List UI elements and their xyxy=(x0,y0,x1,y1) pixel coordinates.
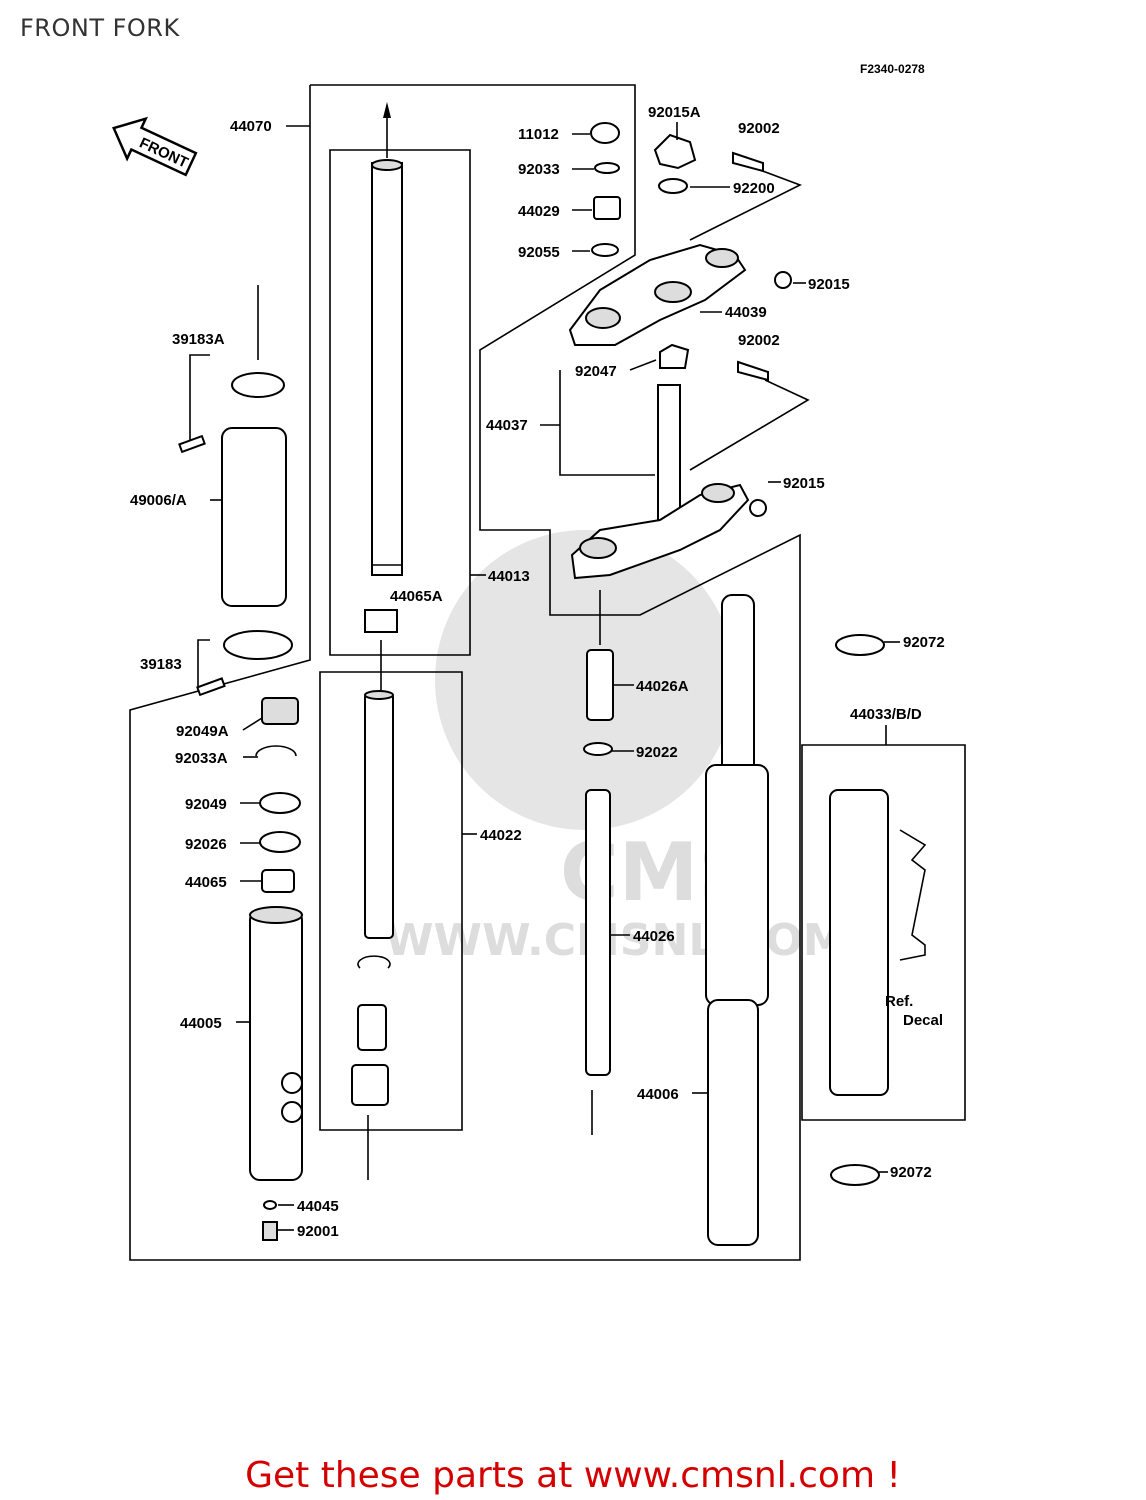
label-92033a: 92033A xyxy=(175,750,228,767)
label-92002-lower: 92002 xyxy=(738,332,780,349)
label-44026: 44026 xyxy=(633,928,675,945)
label-92002-upper: 92002 xyxy=(738,120,780,137)
label-92022: 92022 xyxy=(636,744,678,761)
label-92015-lower: 92015 xyxy=(783,475,825,492)
page-title: FRONT FORK xyxy=(20,14,180,42)
left-seal-stack xyxy=(255,697,301,893)
label-44006: 44006 xyxy=(637,1086,679,1103)
label-44070: 44070 xyxy=(230,118,272,135)
label-44029: 44029 xyxy=(518,203,560,220)
label-44026a: 44026A xyxy=(636,678,689,695)
label-92049: 92049 xyxy=(185,796,227,813)
part-labels: 44070 11012 92015A 92002 92033 92200 440… xyxy=(130,104,945,1240)
left-fork-boot xyxy=(178,285,293,697)
label-92055: 92055 xyxy=(518,244,560,261)
watermark-url: WWW.CMSNL.COM xyxy=(385,915,847,966)
label-44037: 44037 xyxy=(486,417,528,434)
label-92049a: 92049A xyxy=(176,723,229,740)
label-92072-upper: 92072 xyxy=(903,634,945,651)
label-92015-upper: 92015 xyxy=(808,276,850,293)
front-fork-diagram: CMS WWW.CMSNL.COM F2340-0278 FRONT xyxy=(112,62,966,1261)
hose-clamp-bottom xyxy=(830,1164,880,1186)
left-fork-leg xyxy=(249,906,303,1241)
inner-tube xyxy=(371,102,403,576)
front-arrow-icon: FRONT xyxy=(112,116,198,177)
label-92015a-upper: 92015A xyxy=(648,104,701,121)
label-ref: Ref. xyxy=(885,993,913,1010)
hose-clamp-top xyxy=(835,634,885,656)
label-39183: 39183 xyxy=(140,656,182,673)
right-fork-leg xyxy=(705,594,769,1246)
bush-44065a xyxy=(364,609,398,633)
label-44033bd: 44033/B/D xyxy=(850,706,922,723)
label-92200: 92200 xyxy=(733,180,775,197)
label-44005: 44005 xyxy=(180,1015,222,1032)
label-44045: 44045 xyxy=(297,1198,339,1215)
label-44013: 44013 xyxy=(488,568,530,585)
label-92047: 92047 xyxy=(575,363,617,380)
label-92072-lower: 92072 xyxy=(890,1164,932,1181)
label-92001: 92001 xyxy=(297,1223,339,1240)
decal-box xyxy=(801,725,966,1121)
diagram-code: F2340-0278 xyxy=(860,62,925,76)
label-11012: 11012 xyxy=(518,126,559,143)
watermark: CMS WWW.CMSNL.COM xyxy=(385,530,847,966)
label-44065a: 44065A xyxy=(390,588,443,605)
label-39183a: 39183A xyxy=(172,331,225,348)
footer-link[interactable]: Get these parts at www.cmsnl.com ! xyxy=(245,1455,901,1496)
label-92033: 92033 xyxy=(518,161,560,178)
label-44065: 44065 xyxy=(185,874,227,891)
upper-triple-clamp xyxy=(568,133,793,346)
label-44039: 44039 xyxy=(725,304,767,321)
fork-spring xyxy=(583,590,614,1135)
label-49006a: 49006/A xyxy=(130,492,187,509)
label-decal: Decal xyxy=(903,1012,943,1029)
label-44022: 44022 xyxy=(480,827,522,844)
steering-stem xyxy=(540,169,810,580)
damper-rod xyxy=(351,690,394,1180)
label-92026: 92026 xyxy=(185,836,227,853)
top-cap-parts xyxy=(590,122,621,257)
